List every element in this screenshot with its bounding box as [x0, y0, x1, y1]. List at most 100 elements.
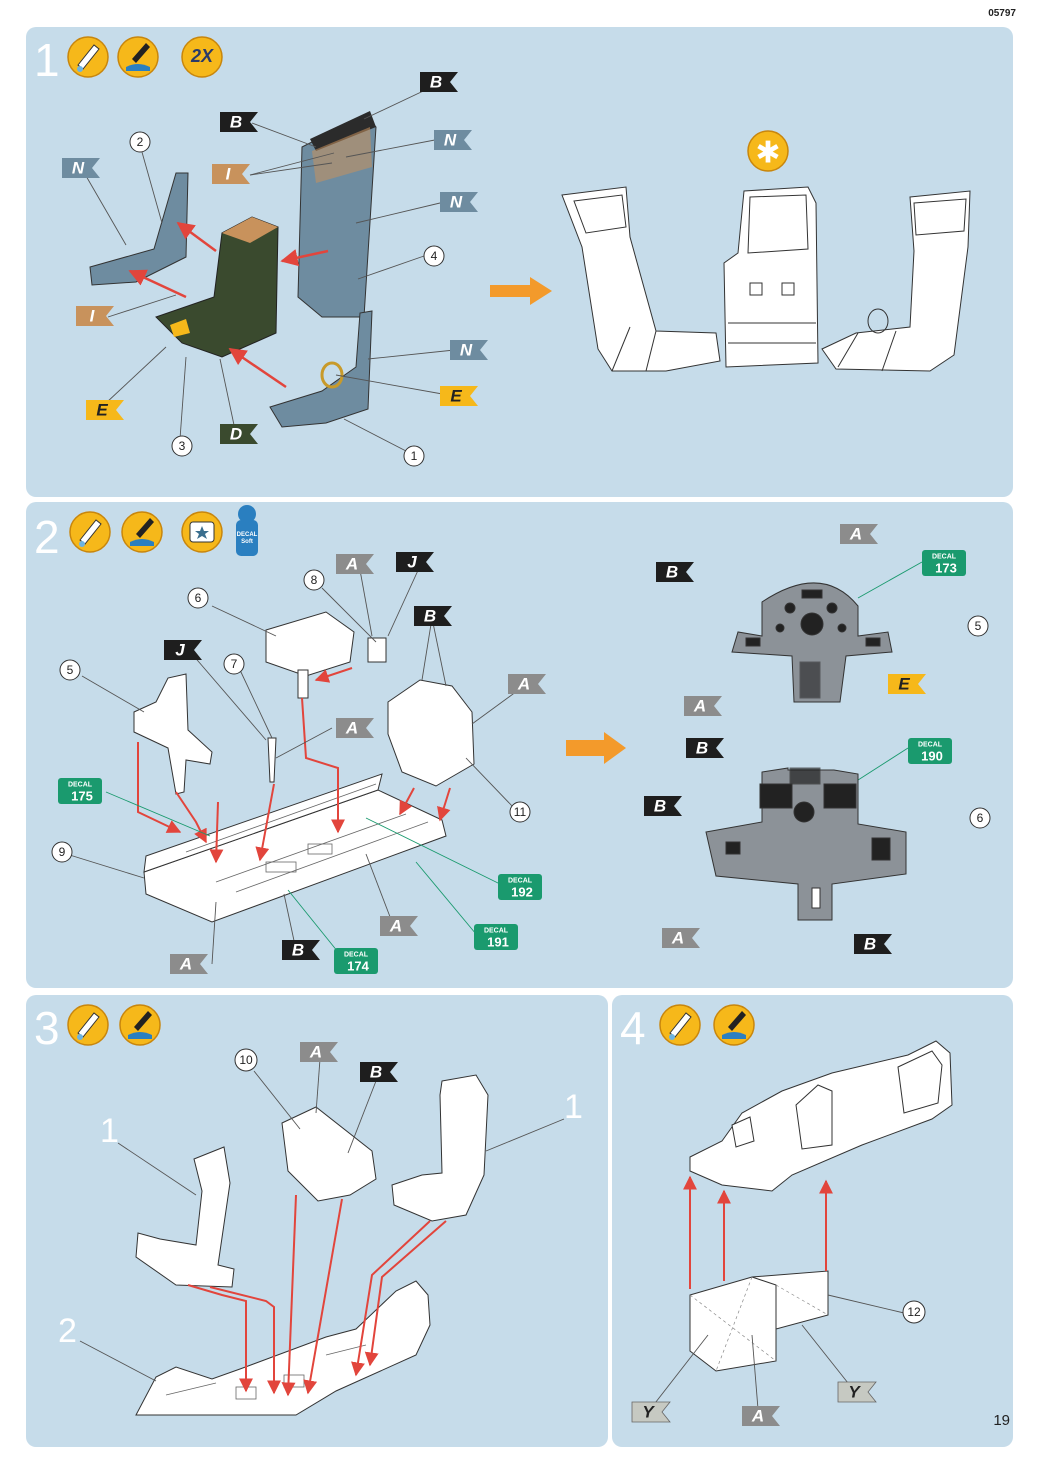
svg-text:A: A: [671, 929, 684, 948]
svg-text:Y: Y: [642, 1403, 655, 1422]
svg-text:B: B: [864, 935, 876, 954]
svg-text:E: E: [898, 675, 910, 694]
svg-text:6: 6: [195, 591, 202, 605]
svg-text:✱: ✱: [755, 136, 780, 171]
seat-side-panel-left: [89, 172, 189, 286]
flag-j: J: [396, 552, 434, 572]
decal-soft-icon: [236, 505, 258, 556]
step-1-panel: 1 2X: [26, 27, 1013, 497]
flag-a: A: [300, 1042, 338, 1062]
svg-text:I: I: [226, 165, 232, 184]
flag-d: D: [220, 424, 258, 444]
svg-text:1: 1: [411, 449, 418, 463]
svg-text:A: A: [345, 555, 358, 574]
finished-seat-left: [561, 186, 721, 372]
svg-text:175: 175: [71, 789, 93, 804]
paint-icon: [119, 1004, 161, 1046]
part-number: 4: [423, 245, 445, 267]
svg-text:Y: Y: [848, 1383, 861, 1402]
svg-text:191: 191: [487, 935, 509, 950]
svg-text:192: 192: [511, 885, 533, 900]
flag-b: B: [360, 1062, 398, 1082]
svg-text:N: N: [444, 131, 457, 150]
step-number: 3: [34, 1002, 60, 1054]
part-number: 5: [59, 659, 81, 681]
step-4-drawing: [651, 1040, 953, 1410]
svg-text:4: 4: [431, 249, 438, 263]
step-number: 2: [34, 511, 60, 563]
svg-text:12: 12: [907, 1305, 921, 1319]
part-label-2: 2: [58, 1312, 77, 1350]
svg-text:E: E: [450, 387, 462, 406]
part-number: 5: [967, 615, 989, 637]
step-3-panel: 3: [26, 995, 608, 1447]
panel-part-5: [133, 673, 213, 795]
svg-text:D: D: [230, 425, 242, 444]
svg-text:E: E: [96, 401, 108, 420]
svg-text:5: 5: [975, 619, 982, 633]
flag-a: A: [336, 718, 374, 738]
svg-text:173: 173: [935, 561, 957, 576]
panel-part-11: [387, 679, 475, 787]
svg-text:DECAL: DECAL: [68, 782, 93, 789]
step-2-drawing: [59, 561, 923, 965]
svg-text:I: I: [90, 307, 96, 326]
flag-e: E: [440, 386, 478, 406]
svg-text:J: J: [407, 553, 417, 572]
step-number: 1: [34, 34, 60, 86]
result-arrow: [490, 277, 552, 305]
step-1-drawing: ✱: [81, 84, 971, 452]
multiplier-badge-icon: [181, 36, 223, 78]
flag-n: N: [450, 340, 488, 360]
svg-text:11: 11: [514, 805, 527, 819]
svg-text:DECAL: DECAL: [344, 952, 369, 959]
svg-text:A: A: [751, 1407, 764, 1426]
svg-text:B: B: [424, 607, 436, 626]
glue-icon: [67, 1004, 109, 1046]
instrument-panel-upper: [731, 582, 893, 703]
svg-text:A: A: [517, 675, 530, 694]
decal-soft-label: DECAL Soft: [236, 532, 258, 545]
handle-part-8: [367, 637, 387, 663]
part-label-1-right: 1: [564, 1088, 583, 1126]
svg-text:10: 10: [239, 1053, 253, 1067]
flag-j: J: [164, 640, 202, 660]
svg-text:5: 5: [67, 663, 74, 677]
svg-text:A: A: [179, 955, 192, 974]
svg-text:N: N: [450, 193, 463, 212]
svg-text:B: B: [370, 1063, 382, 1082]
flag-b: B: [686, 738, 724, 758]
svg-text:174: 174: [347, 959, 369, 974]
svg-text:B: B: [654, 797, 666, 816]
flag-b: B: [414, 606, 452, 626]
part-number: 12: [902, 1300, 926, 1324]
paint-icon: [117, 36, 159, 78]
flag-y: Y: [631, 1401, 671, 1423]
flag-y: Y: [837, 1381, 877, 1403]
flag-e: E: [888, 674, 926, 694]
multiplier-label: 2X: [190, 46, 214, 66]
part-number: 2: [129, 131, 151, 153]
page-number: 19: [993, 1412, 1010, 1429]
flag-a: A: [684, 696, 722, 716]
part-number: 10: [234, 1048, 258, 1072]
asterisk-icon: [747, 130, 789, 172]
svg-text:A: A: [693, 697, 706, 716]
finished-seat-right: [821, 190, 971, 372]
decal-water-icon: [181, 511, 223, 553]
flag-a: A: [662, 928, 700, 948]
svg-text:190: 190: [921, 749, 943, 764]
cockpit-tub: [135, 1280, 431, 1416]
flag-a: A: [380, 916, 418, 936]
flag-a: A: [742, 1406, 780, 1426]
svg-text:A: A: [309, 1043, 322, 1062]
ejection-seat-right: [391, 1074, 489, 1222]
flag-e: E: [86, 400, 124, 420]
svg-text:A: A: [345, 719, 358, 738]
flag-a: A: [840, 524, 878, 544]
